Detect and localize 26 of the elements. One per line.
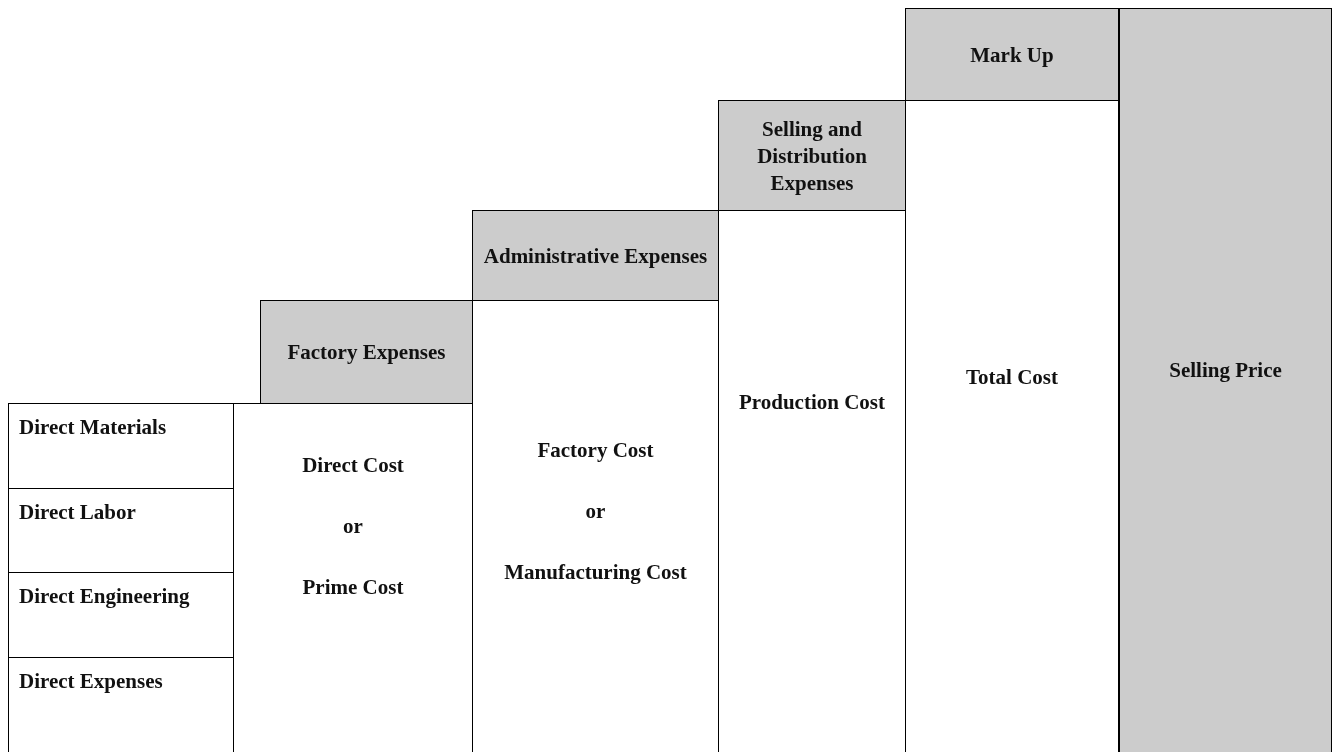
cost-label: Manufacturing Cost [503, 559, 688, 586]
component-label: Direct Labor [19, 499, 136, 526]
component-label: Direct Materials [19, 414, 167, 441]
cost-label: Total Cost [965, 364, 1059, 391]
cost-component-cell [8, 657, 234, 752]
header-label: Factory Expenses [286, 339, 447, 366]
cost-label: or [342, 513, 364, 540]
cost-component-cell [8, 488, 234, 573]
component-label: Direct Engineering [19, 583, 190, 610]
expense-header [718, 100, 906, 211]
cost-label: Direct Cost [301, 452, 405, 479]
cost-label: Prime Cost [301, 574, 405, 601]
cost-label: Production Cost [737, 389, 886, 416]
expense-header [472, 210, 719, 301]
expense-header [260, 300, 473, 404]
cost-label: or [584, 498, 607, 525]
cost-component-cell [8, 572, 234, 658]
cost-label: Factory Cost [536, 437, 655, 464]
cost-component-cell [8, 403, 234, 489]
cost-column [1118, 8, 1332, 752]
header-label: Selling and Distribution Expenses [756, 115, 868, 197]
header-label: Mark Up [969, 41, 1055, 69]
component-label: Direct Expenses [19, 668, 163, 695]
header-label: Administrative Expenses [482, 242, 709, 270]
expense-header [905, 8, 1119, 101]
cost-label: Selling Price [1168, 357, 1283, 384]
